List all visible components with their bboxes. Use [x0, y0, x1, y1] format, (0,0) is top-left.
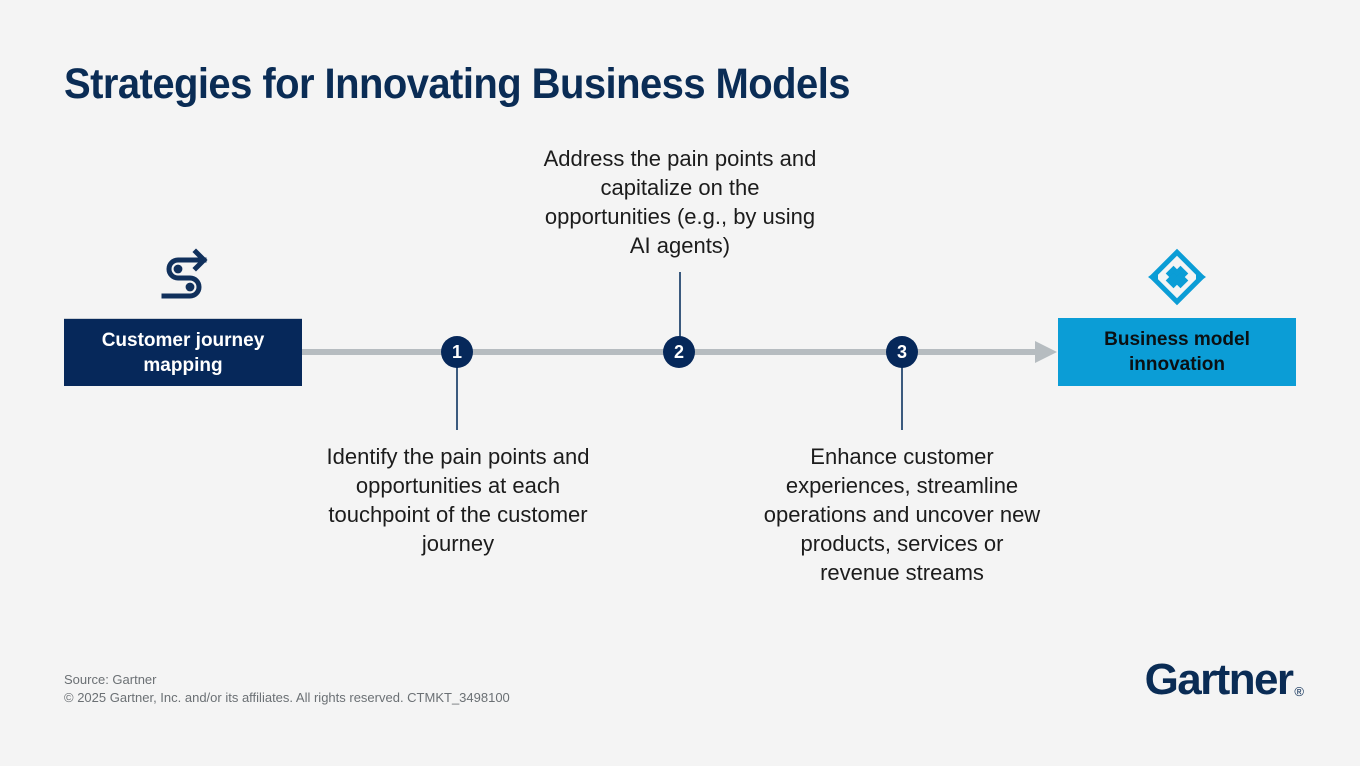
step-marker-1[interactable]: 1: [441, 336, 473, 368]
flow-start-box-label: Customer journey mapping: [101, 329, 265, 376]
footer-source: Source: Gartner: [64, 672, 157, 687]
flow-end-box-label: Business model innovation: [1104, 329, 1250, 375]
diamond-innovation-icon: [1146, 246, 1208, 308]
footer-note: Source: Gartner © 2025 Gartner, Inc. and…: [64, 671, 510, 707]
step-3-caption: Enhance customer experiences, streamline…: [763, 444, 1041, 585]
flow-end-box[interactable]: Business model innovation: [1058, 318, 1296, 386]
flow-rail-arrowhead-icon: [1035, 341, 1057, 363]
step-marker-2-number: 2: [673, 341, 684, 362]
registered-trademark-icon: ®: [1294, 684, 1304, 699]
step-1-caption: Identify the pain points and opportuniti…: [326, 444, 590, 556]
step-2-connector: [679, 272, 681, 352]
step-2-caption: Address the pain points and capitalize o…: [543, 146, 817, 258]
winding-journey-path-icon: [152, 246, 214, 308]
gartner-logo: Gartner ®: [1145, 658, 1304, 702]
step-3-connector: [901, 352, 903, 430]
step-marker-3-number: 3: [896, 341, 907, 362]
gartner-logo-wordmark: Gartner: [1144, 655, 1294, 704]
step-marker-3[interactable]: 3: [886, 336, 918, 368]
flow-start-box[interactable]: Customer journey mapping: [64, 318, 302, 386]
page-title: Strategies for Innovating Business Model…: [64, 60, 851, 108]
step-marker-2[interactable]: 2: [663, 336, 695, 368]
footer-copyright: © 2025 Gartner, Inc. and/or its affiliat…: [64, 690, 510, 705]
step-marker-1-number: 1: [451, 341, 462, 362]
step-1-connector: [456, 352, 458, 430]
